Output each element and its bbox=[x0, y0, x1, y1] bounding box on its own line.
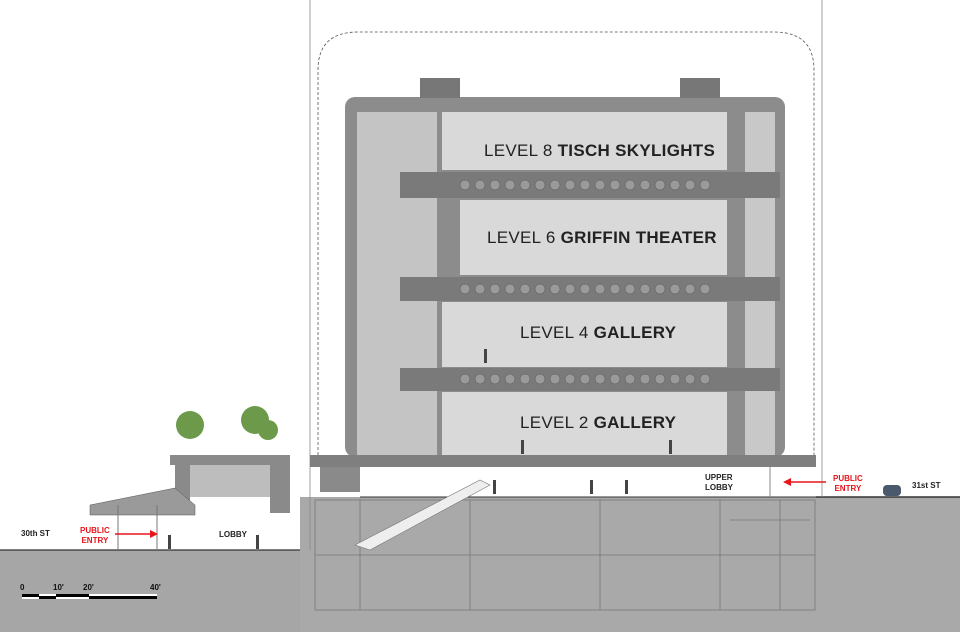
level-4-space bbox=[442, 302, 727, 367]
zoning-envelope bbox=[317, 31, 815, 460]
scale-tick-20: 20' bbox=[83, 583, 94, 592]
scale-tick-0: 0 bbox=[20, 583, 25, 592]
truss-opening bbox=[579, 179, 591, 191]
truss-opening bbox=[654, 283, 666, 295]
truss-opening bbox=[654, 179, 666, 191]
truss-opening bbox=[684, 373, 696, 385]
level-6-space bbox=[460, 200, 727, 275]
truss-opening bbox=[504, 283, 516, 295]
truss-opening bbox=[519, 179, 531, 191]
truss-opening bbox=[519, 283, 531, 295]
street-label-31st: 31st ST bbox=[912, 481, 941, 490]
truss-opening bbox=[549, 373, 561, 385]
scale-bar bbox=[22, 594, 157, 599]
level-2-label: LEVEL 2 GALLERY bbox=[520, 413, 677, 432]
level-4-label: LEVEL 4 GALLERY bbox=[520, 323, 677, 342]
ground-below-building bbox=[300, 497, 960, 632]
truss-opening bbox=[654, 373, 666, 385]
truss-opening bbox=[609, 283, 621, 295]
lobby-stair bbox=[354, 479, 491, 551]
truss-opening bbox=[624, 179, 636, 191]
truss-opening bbox=[699, 283, 711, 295]
truss-opening bbox=[609, 179, 621, 191]
scale-tick-10: 10' bbox=[53, 583, 64, 592]
truss-opening bbox=[594, 283, 606, 295]
truss-opening bbox=[564, 373, 576, 385]
truss-opening bbox=[474, 283, 486, 295]
truss-opening bbox=[639, 373, 651, 385]
car-icon bbox=[883, 485, 901, 496]
lobby-label: LOBBY bbox=[219, 530, 247, 539]
truss-opening bbox=[669, 373, 681, 385]
truss-opening bbox=[459, 373, 471, 385]
truss-opening bbox=[669, 283, 681, 295]
base-slab bbox=[310, 455, 816, 467]
truss-opening bbox=[489, 373, 501, 385]
truss-opening bbox=[684, 179, 696, 191]
truss-opening bbox=[594, 373, 606, 385]
truss-opening bbox=[549, 283, 561, 295]
upper-lobby-label: UPPER LOBBY bbox=[705, 473, 733, 492]
level-8-label: LEVEL 8 TISCH SKYLIGHTS bbox=[484, 141, 716, 160]
scale-tick-40: 40' bbox=[150, 583, 161, 592]
truss-opening bbox=[669, 179, 681, 191]
truss-opening bbox=[639, 283, 651, 295]
people-figures bbox=[168, 349, 672, 549]
truss-opening bbox=[699, 179, 711, 191]
truss-opening bbox=[504, 373, 516, 385]
truss-opening bbox=[489, 179, 501, 191]
truss-opening bbox=[564, 179, 576, 191]
truss-opening bbox=[684, 283, 696, 295]
truss-opening bbox=[459, 179, 471, 191]
level-6-label: LEVEL 6 GRIFFIN THEATER bbox=[487, 228, 717, 247]
public-entry-label-left: PUBLIC ENTRY bbox=[80, 526, 110, 545]
truss-opening bbox=[534, 373, 546, 385]
truss-opening bbox=[459, 283, 471, 295]
truss-opening bbox=[549, 179, 561, 191]
truss-opening bbox=[624, 283, 636, 295]
truss-opening bbox=[489, 283, 501, 295]
truss-opening bbox=[594, 179, 606, 191]
truss-opening bbox=[624, 373, 636, 385]
truss-opening bbox=[699, 373, 711, 385]
truss-opening bbox=[534, 179, 546, 191]
truss-opening bbox=[474, 373, 486, 385]
truss-opening bbox=[579, 283, 591, 295]
truss-opening bbox=[534, 283, 546, 295]
truss-opening bbox=[564, 283, 576, 295]
street-label-30th: 30th ST bbox=[21, 529, 50, 538]
truss-opening bbox=[474, 179, 486, 191]
trees bbox=[176, 406, 278, 440]
level-2-space bbox=[442, 392, 727, 455]
truss-opening bbox=[579, 373, 591, 385]
truss-opening bbox=[639, 179, 651, 191]
truss-opening bbox=[609, 373, 621, 385]
public-entry-label-right: PUBLIC ENTRY bbox=[833, 474, 863, 493]
upper-lobby-space bbox=[360, 467, 816, 497]
level-8-space bbox=[442, 112, 727, 170]
high-line-deck bbox=[170, 455, 290, 465]
truss-opening bbox=[519, 373, 531, 385]
truss-opening bbox=[504, 179, 516, 191]
basement-structure bbox=[314, 499, 816, 611]
